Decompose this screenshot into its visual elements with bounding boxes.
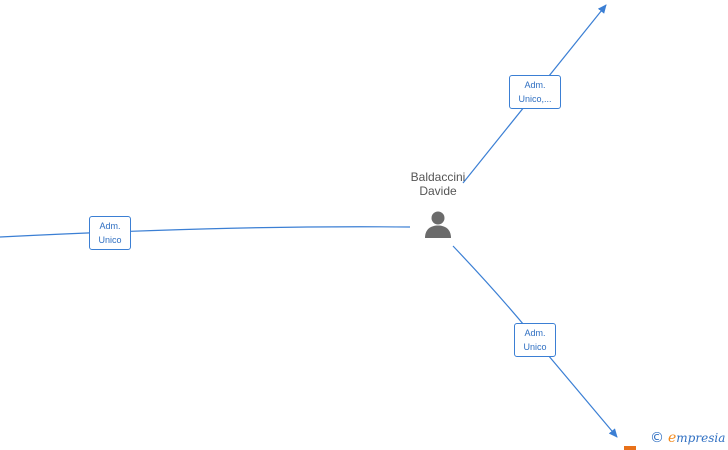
edge-label-left[interactable]: Adm. Unico <box>89 216 131 250</box>
edge-label-top-line2: Unico,... <box>518 94 552 104</box>
edge-label-top-line1: Adm. <box>524 80 546 90</box>
edge-label-bottom-line2: Unico <box>523 342 547 352</box>
edge-label-top[interactable]: Adm. Unico,... <box>509 75 561 109</box>
brand-logo-rest: mpresia <box>676 431 726 445</box>
center-node-name-line2: Davide <box>419 184 457 198</box>
orange-node-marker <box>624 446 636 450</box>
center-node-name[interactable]: Baldaccini Davide <box>388 170 488 198</box>
person-icon[interactable] <box>423 209 453 239</box>
edge-label-bottom[interactable]: Adm. Unico <box>514 323 556 357</box>
edge-left <box>0 226 411 238</box>
brand-logo-first-letter: e <box>668 430 677 446</box>
edge-label-left-line2: Unico <box>98 235 122 245</box>
brand-logo: empresia <box>668 430 725 446</box>
edge-label-bottom-line1: Adm. <box>524 328 546 338</box>
copyright-symbol: © <box>650 430 664 446</box>
center-node-name-line1: Baldaccini <box>410 170 466 184</box>
edge-label-left-line1: Adm. <box>99 221 121 231</box>
